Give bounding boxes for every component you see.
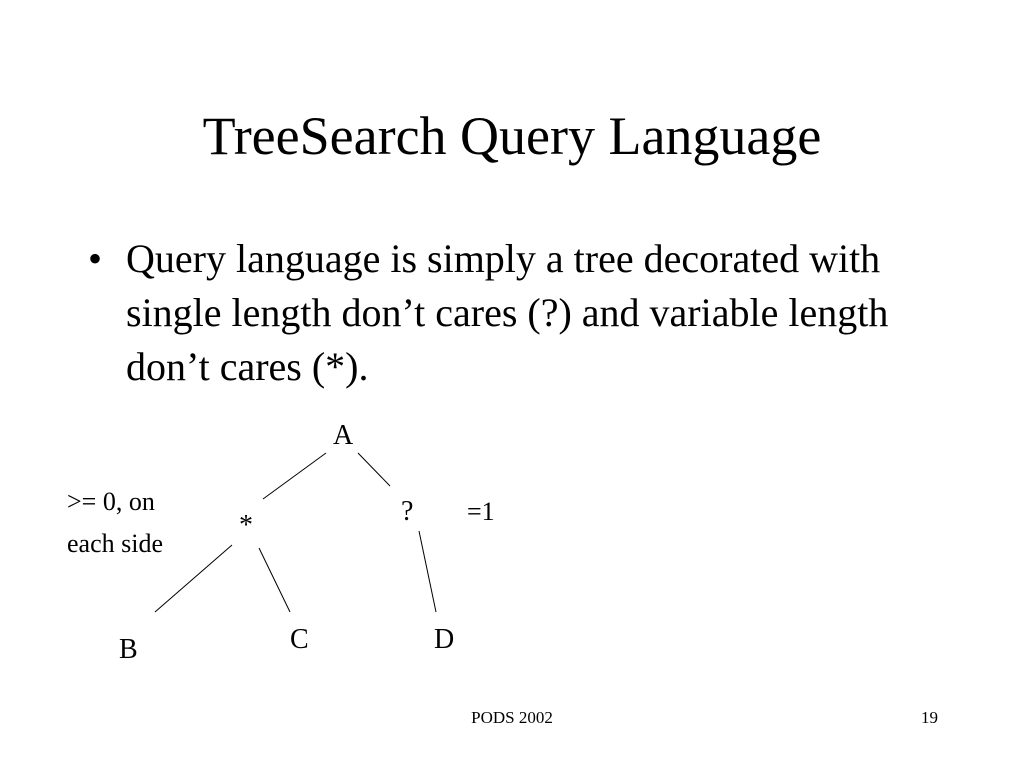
footer-conference: PODS 2002 [471, 708, 553, 727]
edge-a-star [262, 452, 327, 500]
annotation-single: =1 [467, 497, 495, 526]
node-a: A [333, 420, 354, 451]
bullet-marker: • [88, 236, 103, 281]
edge-star-b [154, 544, 233, 613]
slide-title: TreeSearch Query Language [202, 106, 822, 166]
node-b: B [119, 634, 138, 665]
node-question: ? [401, 496, 413, 527]
bullet-list: • Query language is simply a tree decora… [88, 232, 928, 394]
node-c: C [290, 624, 309, 655]
node-star: * [239, 510, 253, 541]
edge-a-question [357, 452, 391, 487]
bullet-item: • Query language is simply a tree decora… [88, 232, 928, 394]
bullet-text: Query language is simply a tree decorate… [126, 236, 889, 389]
edge-question-d [418, 530, 437, 613]
annotation-var-line2: each side [67, 529, 163, 558]
footer-page-number: 19 [921, 708, 938, 727]
annotation-var-line1: >= 0, on [67, 487, 155, 516]
edge-star-c [258, 547, 291, 613]
node-d: D [434, 624, 454, 655]
